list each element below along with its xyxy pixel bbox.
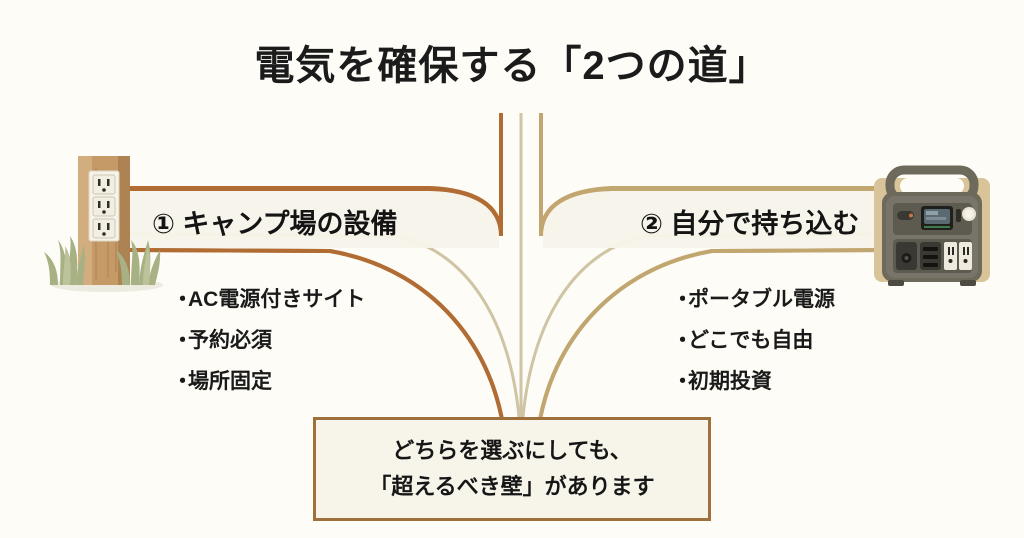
outlet-post-icon: [44, 156, 163, 292]
list-item: ・予約必須: [172, 320, 365, 361]
list-item: ・AC電源付きサイト: [172, 279, 365, 320]
grass-tuft-highlight: [63, 246, 151, 285]
bullet-text: AC電源付きサイト: [188, 288, 366, 311]
conclusion-line-1: どちらを選ぶにしても、: [392, 438, 632, 463]
list-item: ・初期投資: [672, 361, 835, 402]
left-branch-band: [120, 190, 499, 248]
conclusion-line-2: 「超えるべき壁」があります: [369, 474, 655, 499]
list-item: ・どこでも自由: [672, 320, 835, 361]
bullet-list-left: ・AC電源付きサイト ・予約必須 ・場所固定: [172, 279, 365, 402]
bullet-marker: ・: [672, 329, 693, 352]
bullet-marker: ・: [672, 370, 693, 393]
page-title: 電気を確保する「2つの道」: [254, 44, 770, 88]
portable-power-station-icon: [874, 165, 990, 286]
bullet-text: どこでも自由: [688, 329, 814, 352]
bullet-marker: ・: [172, 370, 193, 393]
bullet-list-right: ・ポータブル電源 ・どこでも自由 ・初期投資: [672, 279, 835, 402]
bullet-text: 場所固定: [188, 370, 272, 393]
bullet-marker: ・: [672, 288, 693, 311]
list-item: ・場所固定: [172, 361, 365, 402]
conclusion-box: どちらを選ぶにしても、 「超えるべき壁」があります: [313, 417, 711, 521]
trunk-vertical-lines: [499, 113, 543, 460]
bullet-text: ポータブル電源: [688, 288, 835, 311]
bullet-marker: ・: [172, 329, 193, 352]
branch-label-left: ① キャンプ場の設備: [152, 209, 398, 239]
branch-label-right: ② 自分で持ち込む: [640, 209, 860, 239]
bullet-text: 初期投資: [688, 370, 772, 393]
bullet-marker: ・: [172, 288, 193, 311]
bullet-text: 予約必須: [188, 329, 272, 352]
right-branch-band: [543, 190, 900, 248]
list-item: ・ポータブル電源: [672, 279, 835, 320]
